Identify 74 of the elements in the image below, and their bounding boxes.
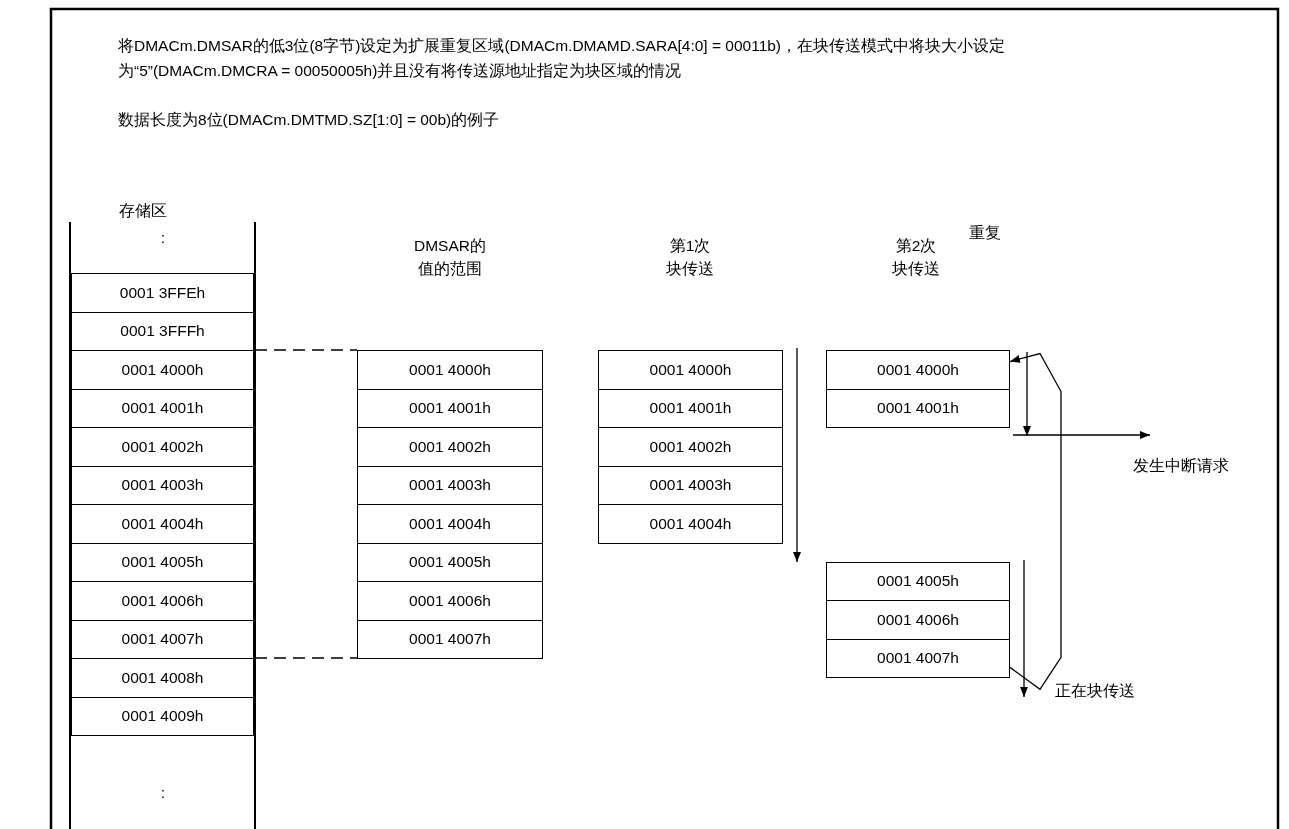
- memory-cell: [70, 465, 255, 505]
- address-text: 0001 3FFFh: [120, 322, 205, 341]
- address-text: 0001 4002h: [409, 437, 491, 456]
- memory-cell: [357, 350, 543, 390]
- address-text: 0001 4003h: [409, 476, 491, 495]
- column-heading: 第1次块传送: [665, 236, 715, 279]
- memory-cell: [598, 504, 783, 544]
- address-text: 0001 4004h: [649, 514, 732, 533]
- memory-cell: [357, 581, 543, 621]
- address-text: 0001 4002h: [121, 437, 204, 456]
- address-text: 0001 4003h: [649, 476, 732, 495]
- address-text: 0001 4000h: [121, 360, 204, 379]
- memory-cell: [357, 465, 543, 505]
- column-heading: 存储区: [118, 201, 168, 221]
- dashed-line: [254, 349, 358, 351]
- column-heading: DMSAR的值的范围: [414, 236, 486, 279]
- memory-cell: [826, 350, 1010, 390]
- transfer-label: 正在块传送: [1055, 681, 1136, 701]
- memory-cell: [70, 542, 255, 582]
- memory-cell: [826, 600, 1010, 640]
- address-text: 0001 4001h: [649, 399, 732, 418]
- address-text: 0001 4000h: [649, 360, 732, 379]
- address-text: 0001 4001h: [121, 399, 204, 418]
- ellipsis: :: [159, 228, 167, 248]
- memory-cell: [357, 388, 543, 428]
- memory-cell: [70, 619, 255, 659]
- title: 将DMACm.DMSAR的低3位(8字节)设定为扩展重复区域(DMACm.DMAMD.SARA[4:0] = 00011b)，在块传送模式中将块大小设定为“5”(DMACm.DMCRA = 00050005h)并且没有将传送源地址指定为块区域的情况: [118, 36, 1007, 81]
- ellipsis: :: [159, 783, 167, 803]
- memory-cell: [357, 504, 543, 544]
- address-text: 0001 4007h: [877, 649, 959, 668]
- memory-cell: [598, 465, 783, 505]
- memory-cell: [598, 427, 783, 467]
- memory-cell: [826, 638, 1010, 678]
- memory-cell: [70, 427, 255, 467]
- interrupt-label: 发生中断请求: [1133, 456, 1230, 476]
- memory-cell: [70, 273, 255, 313]
- memory-cell: [70, 504, 255, 544]
- address-text: 0001 4009h: [121, 707, 204, 726]
- memory-cell: [70, 350, 255, 390]
- dashed-line: [254, 657, 358, 659]
- memory-cell: [70, 658, 255, 698]
- address-text: 0001 4005h: [877, 572, 959, 591]
- address-text: 0001 4004h: [409, 514, 491, 533]
- address-text: 0001 4000h: [877, 360, 959, 379]
- note: 数据长度为8位(DMACm.DMTMD.SZ[1:0] = 00b)的例子: [118, 110, 501, 130]
- column-heading: 第2次块传送: [891, 236, 941, 279]
- address-text: 0001 4006h: [409, 591, 491, 610]
- memory-cell: [70, 696, 255, 736]
- memory-cell: [598, 350, 783, 390]
- memory-cell: [70, 388, 255, 428]
- address-text: 0001 4008h: [121, 668, 204, 687]
- memory-cell: [357, 542, 543, 582]
- address-text: 0001 4002h: [649, 437, 732, 456]
- address-text: 0001 3FFEh: [119, 283, 206, 302]
- memory-cell: [70, 311, 255, 351]
- address-text: 0001 4003h: [121, 476, 204, 495]
- memory-cell: [826, 388, 1010, 428]
- address-text: 0001 4007h: [409, 630, 491, 649]
- address-text: 0001 4006h: [121, 591, 204, 610]
- loop-arrow: [1009, 352, 1062, 691]
- memory-cell: [357, 427, 543, 467]
- address-text: 0001 4007h: [121, 630, 204, 649]
- address-text: 0001 4001h: [877, 399, 959, 418]
- memory-cell: [357, 619, 543, 659]
- address-text: 0001 4000h: [409, 360, 491, 379]
- memory-cell: [826, 561, 1010, 601]
- memory-cell: [70, 581, 255, 621]
- address-text: 0001 4006h: [877, 610, 959, 629]
- address-text: 0001 4001h: [409, 399, 491, 418]
- repeat-label: 重复: [968, 223, 1002, 243]
- address-text: 0001 4004h: [121, 514, 204, 533]
- address-text: 0001 4005h: [121, 553, 204, 572]
- memory-cell: [598, 388, 783, 428]
- address-text: 0001 4005h: [409, 553, 491, 572]
